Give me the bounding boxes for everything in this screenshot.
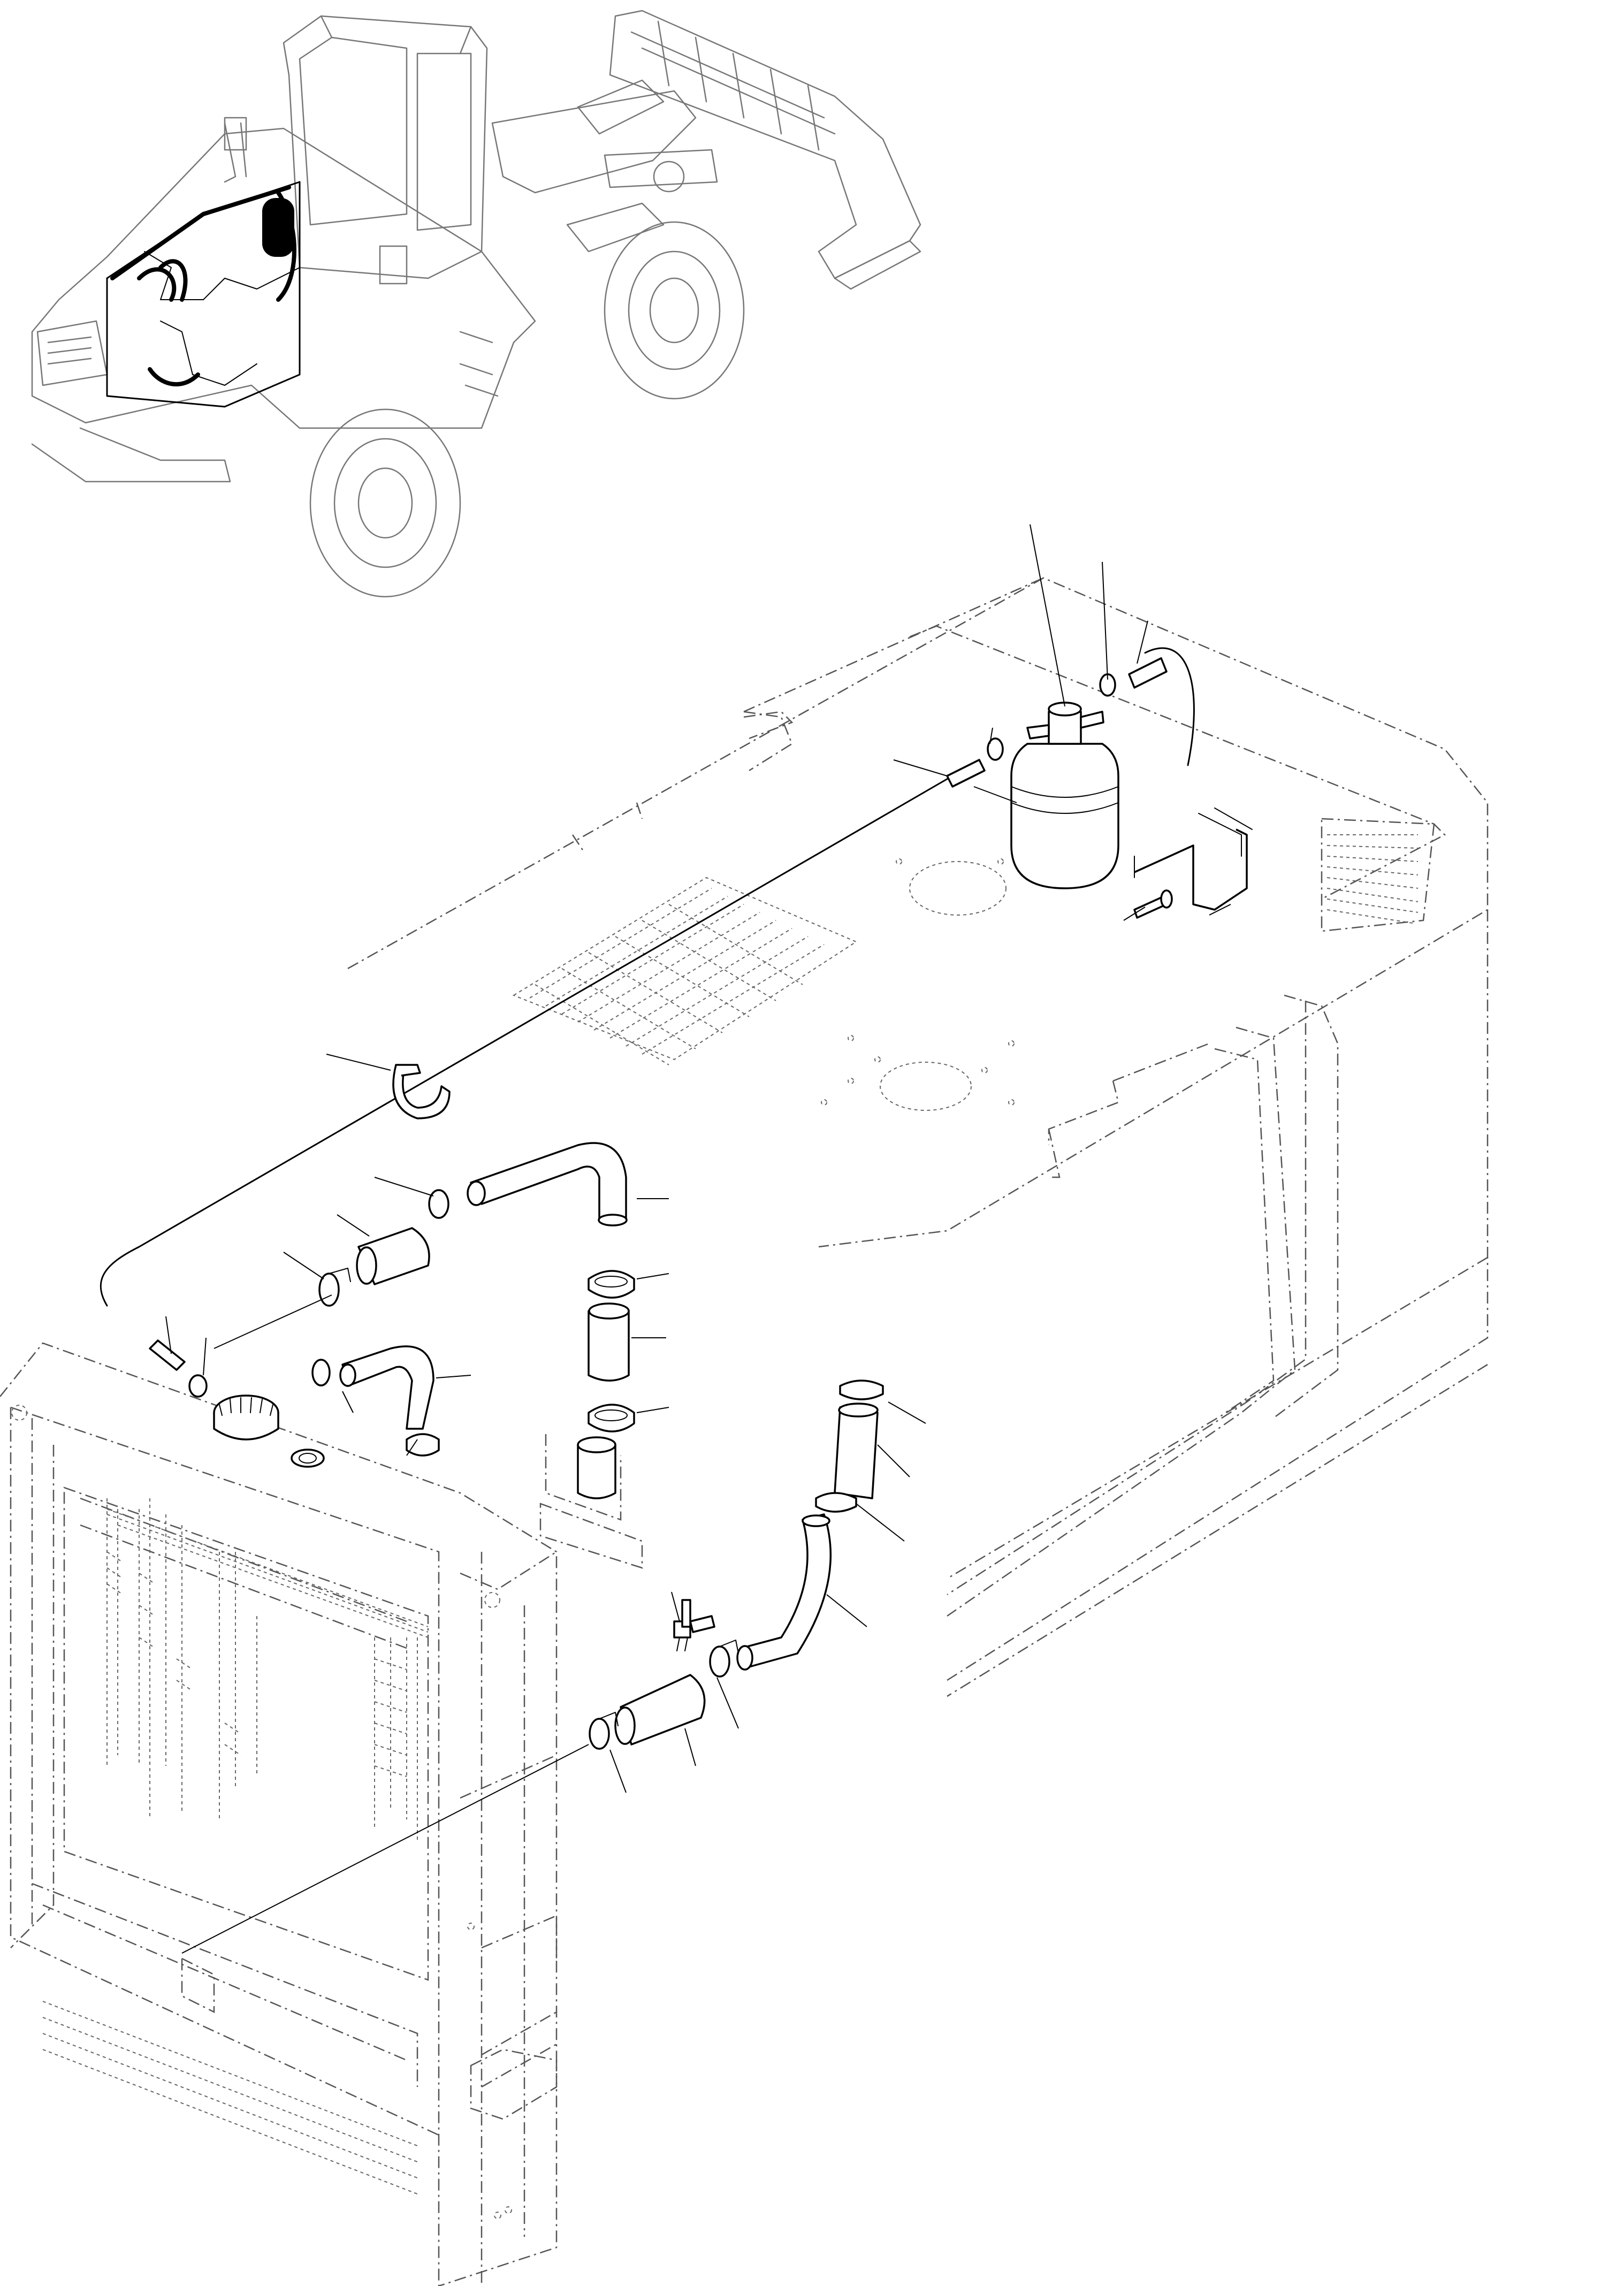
short-hose bbox=[356, 1227, 430, 1285]
radiator-filler-cap bbox=[213, 1395, 325, 1468]
bypass-hose bbox=[339, 1345, 434, 1430]
tank-bracket bbox=[1133, 807, 1253, 919]
loader-cab bbox=[283, 15, 488, 285]
hose-clamp bbox=[709, 1640, 739, 1678]
expansion-tank-locator bbox=[262, 198, 294, 257]
hose-clamp bbox=[589, 1712, 619, 1750]
callout-leader-lines bbox=[165, 524, 1231, 1954]
hose-clamp bbox=[428, 1189, 635, 1299]
center-grille bbox=[512, 877, 858, 1065]
hose-clamp bbox=[311, 1359, 440, 1457]
bent-hose-lower bbox=[736, 1513, 832, 1671]
radiator-assembly bbox=[0, 1342, 558, 2286]
highlighted-engine-area bbox=[106, 181, 301, 408]
short-hose-lower bbox=[614, 1674, 706, 1746]
drain-cock bbox=[673, 1599, 715, 1651]
upper-radiator-hose bbox=[467, 1142, 628, 1226]
hose-clamp bbox=[588, 1404, 635, 1432]
vertical-hose bbox=[588, 1302, 630, 1382]
loader-wheels bbox=[309, 202, 745, 598]
hose-clamp bbox=[318, 1268, 351, 1307]
loader-lift-arm bbox=[491, 79, 718, 194]
loader-bucket bbox=[609, 10, 921, 290]
hose-strap bbox=[392, 1064, 451, 1119]
hose-clamp bbox=[815, 1380, 884, 1513]
lower-radiator-hose bbox=[834, 1403, 879, 1499]
chassis-phantom-outline bbox=[347, 577, 1489, 1697]
wheel-loader-overview bbox=[31, 10, 921, 598]
vent-line bbox=[100, 647, 1195, 1398]
expansion-tank bbox=[1010, 702, 1119, 889]
thermostat-housing bbox=[539, 1434, 643, 1569]
